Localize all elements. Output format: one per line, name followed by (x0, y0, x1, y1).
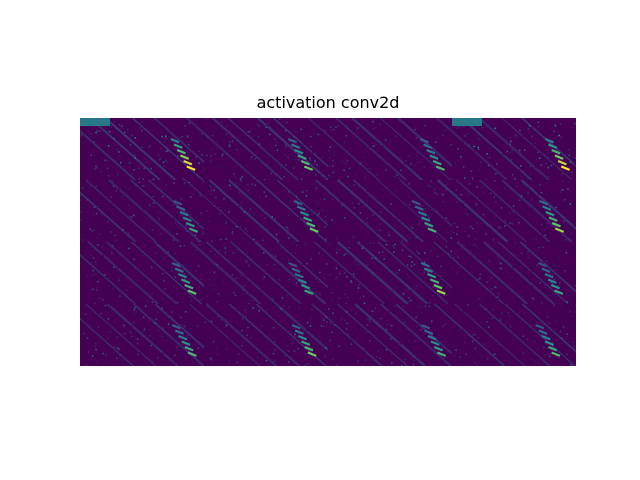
feature-map-tile (80, 303, 226, 366)
feature-map-tile (189, 303, 348, 366)
feature-map-tile (436, 179, 576, 244)
feature-map-tile (436, 118, 576, 181)
feature-map-tile (189, 241, 348, 305)
feature-map-tile (184, 179, 348, 244)
figure-title: activation conv2d (256, 93, 400, 112)
feature-map-tile (80, 241, 226, 305)
feature-map-tile (434, 303, 576, 366)
feature-map-tile (80, 118, 225, 181)
feature-map-tile (314, 241, 471, 305)
feature-map-tile (308, 118, 469, 182)
feature-map-tile (315, 179, 471, 244)
feature-map-tile (433, 241, 576, 305)
feature-map-tile (80, 179, 220, 243)
activation-feature-map-grid (80, 118, 576, 366)
feature-map-tile (311, 303, 467, 366)
